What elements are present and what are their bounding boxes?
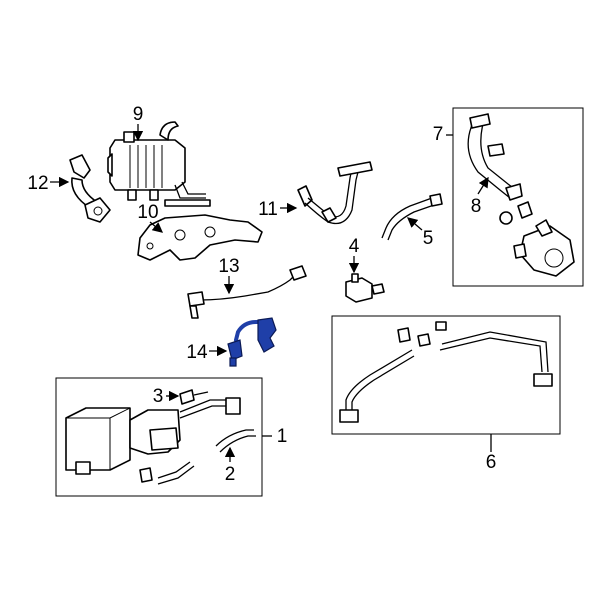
callout-11: 11 — [258, 199, 278, 220]
group-box-6 — [331, 315, 561, 435]
callout-6: 6 — [486, 452, 497, 473]
vsv-valve-part[interactable] — [345, 273, 385, 303]
callout-4: 4 — [349, 236, 360, 257]
callout-8: 8 — [471, 196, 482, 217]
charcoal-canister-part[interactable] — [65, 397, 241, 485]
oxygen-sensor-upstream-part[interactable] — [187, 265, 307, 319]
callout-1: 1 — [277, 426, 288, 447]
group-box-1 — [55, 377, 263, 497]
callout-3: 3 — [153, 386, 164, 407]
callout-12: 12 — [27, 173, 48, 194]
callout-5: 5 — [423, 228, 434, 249]
egr-tube-part[interactable] — [297, 161, 373, 225]
leader-8 — [477, 176, 489, 195]
callout-10: 10 — [137, 202, 158, 223]
callout-13: 13 — [218, 256, 239, 277]
purge-line-hose-part[interactable] — [215, 429, 256, 453]
group-box-7 — [452, 107, 584, 287]
leader-10 — [149, 221, 163, 233]
hose-pump-assembly-part[interactable] — [467, 113, 575, 277]
vacuum-hose-set-part[interactable] — [339, 321, 553, 423]
callout-2: 2 — [225, 464, 236, 485]
callout-14: 14 — [186, 342, 208, 363]
egr-cooler-part[interactable] — [107, 121, 211, 207]
callout-7: 7 — [433, 124, 444, 145]
clip-part[interactable] — [179, 389, 209, 405]
leader-5 — [407, 217, 423, 231]
bracket-part[interactable] — [137, 214, 263, 261]
egr-pipe-part[interactable] — [69, 154, 111, 223]
oxygen-sensor-highlighted-part[interactable] — [227, 317, 277, 367]
callout-9: 9 — [133, 104, 144, 125]
hose-part[interactable] — [381, 193, 443, 241]
